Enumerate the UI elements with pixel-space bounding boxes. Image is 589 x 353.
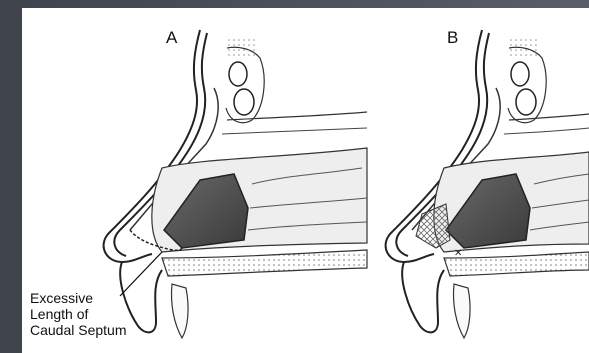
incisor: [171, 284, 188, 338]
incisor: [453, 284, 470, 338]
callout-label: Excessive Length of Caudal Septum: [30, 290, 127, 338]
diagram-b: ✕: [386, 30, 589, 338]
hard-palate: [162, 250, 367, 276]
callout-line-2: Length of: [30, 306, 127, 322]
callout-line-3: Caudal Septum: [30, 322, 127, 338]
upper-lip: [402, 262, 444, 332]
panel-b-label: B: [447, 28, 458, 48]
callout-line-1: Excessive: [30, 290, 127, 306]
illustration-panel: ✕ A B Excessive Length of Caudal Septum: [22, 8, 589, 353]
diagram-a: [104, 30, 367, 338]
hard-palate: [444, 252, 589, 276]
frontal-sinus: [508, 38, 546, 123]
frontal-sinus: [226, 38, 264, 123]
panel-a-label: A: [166, 28, 177, 48]
